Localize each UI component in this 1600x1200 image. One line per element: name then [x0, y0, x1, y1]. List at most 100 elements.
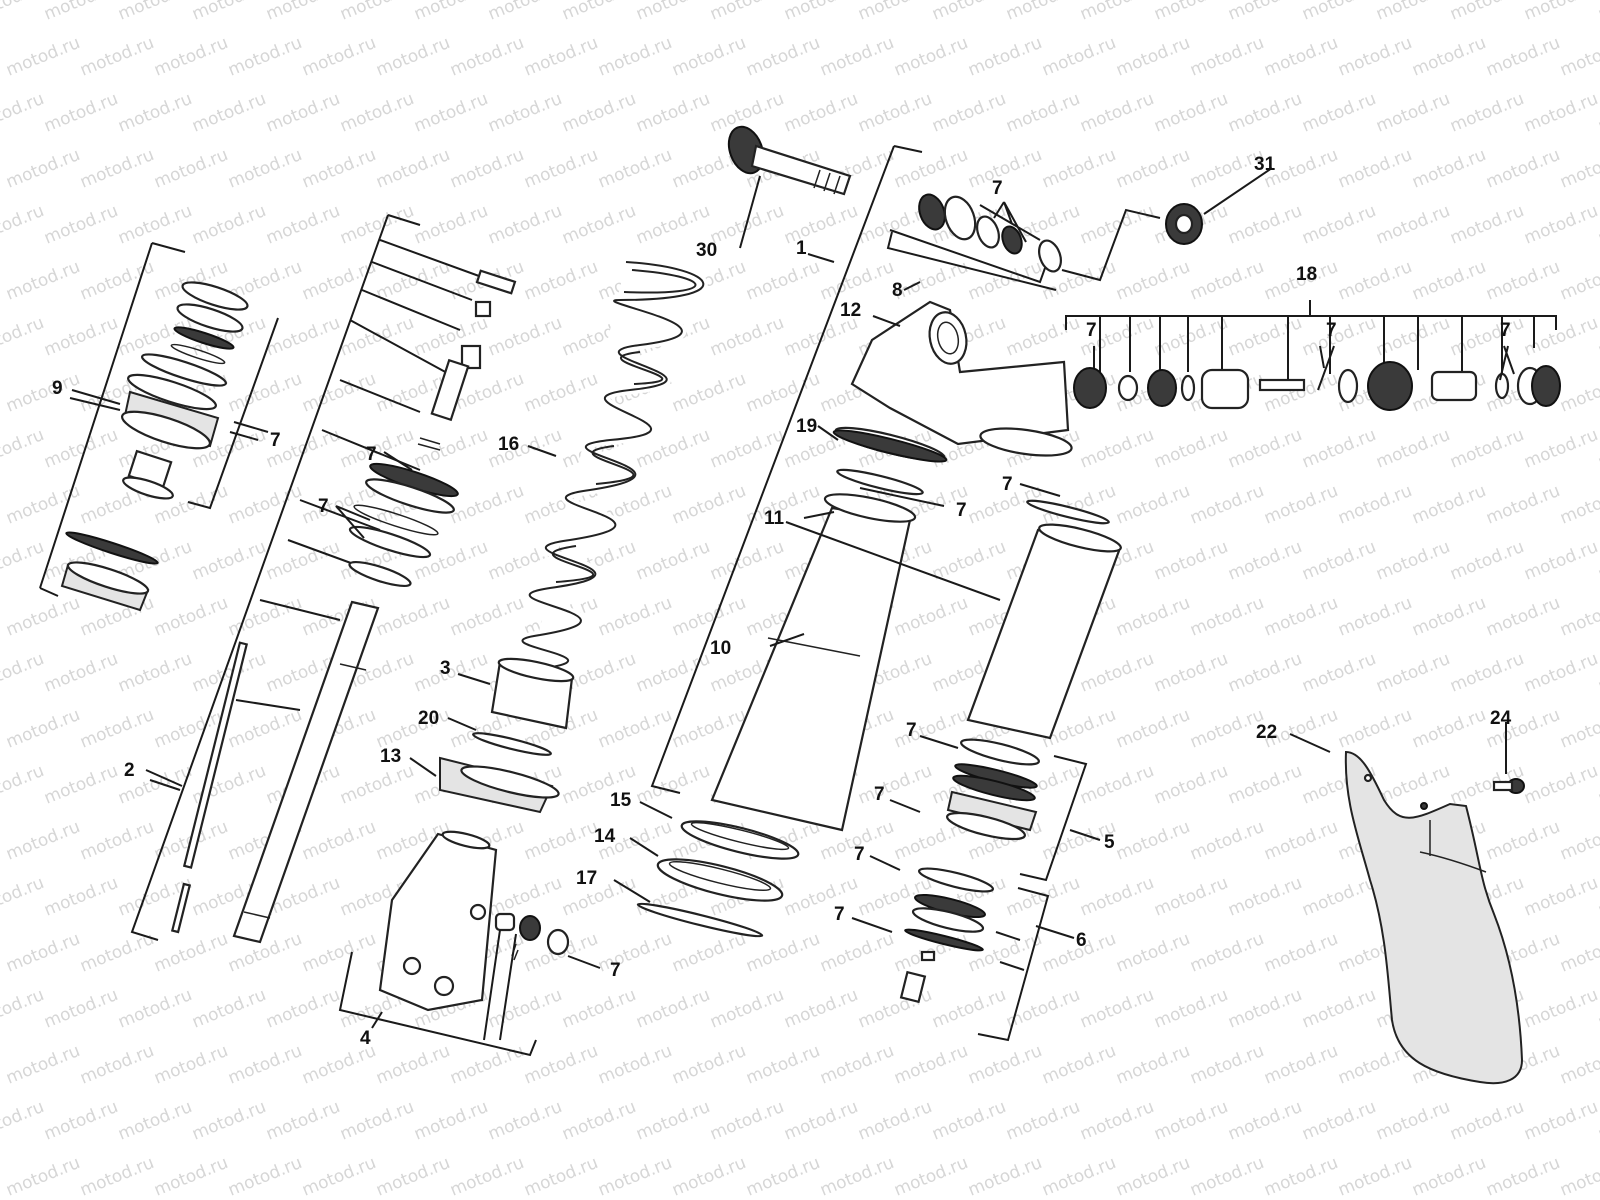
part-group-9	[39, 242, 279, 612]
watermark-text: motod.ru	[929, 89, 1009, 137]
watermark-text: motod.ru	[743, 1041, 823, 1089]
watermark-text: motod.ru	[891, 1041, 971, 1089]
watermark-text: motod.ru	[1299, 89, 1379, 137]
callout-7-j: 7	[906, 720, 917, 741]
part-22-mudguard	[1344, 750, 1524, 1085]
watermark-text: motod.ru	[929, 537, 1009, 585]
watermark-text: motod.ru	[0, 0, 47, 25]
watermark-text: motod.ru	[225, 705, 305, 753]
callout-1: 1	[796, 238, 807, 259]
watermark-text: motod.ru	[115, 201, 195, 249]
watermark-text: motod.ru	[0, 201, 47, 249]
watermark-text: motod.ru	[41, 649, 121, 697]
watermark-text: motod.ru	[1187, 1041, 1267, 1089]
watermark-text: motod.ru	[485, 1097, 565, 1145]
watermark-text: motod.ru	[1151, 0, 1231, 25]
watermark-text: motod.ru	[447, 33, 527, 81]
watermark-text: motod.ru	[1557, 481, 1600, 529]
callout-7-g: 7	[1500, 320, 1511, 341]
callout-7-d: 7	[318, 496, 329, 517]
watermark-text: motod.ru	[817, 33, 897, 81]
watermark-text: motod.ru	[1187, 1153, 1267, 1200]
watermark-text: motod.ru	[669, 481, 749, 529]
callout-12: 12	[840, 300, 861, 321]
watermark-text: motod.ru	[1521, 0, 1600, 25]
watermark-text: motod.ru	[781, 1097, 861, 1145]
watermark-text: motod.ru	[1261, 929, 1341, 977]
watermark-text: motod.ru	[1373, 1097, 1453, 1145]
watermark-text: motod.ru	[1261, 33, 1341, 81]
watermark-text: motod.ru	[1003, 89, 1083, 137]
watermark-text: motod.ru	[41, 985, 121, 1033]
watermark-text: motod.ru	[225, 145, 305, 193]
callout-7-n: 7	[610, 960, 621, 981]
watermark-text: motod.ru	[1113, 593, 1193, 641]
watermark-text: motod.ru	[891, 33, 971, 81]
watermark-text: motod.ru	[595, 33, 675, 81]
watermark-text: motod.ru	[707, 1097, 787, 1145]
watermark-text: motod.ru	[1113, 257, 1193, 305]
watermark-text: motod.ru	[447, 145, 527, 193]
watermark-text: motod.ru	[891, 257, 971, 305]
watermark-text: motod.ru	[669, 369, 749, 417]
watermark-text: motod.ru	[115, 0, 195, 25]
callout-16: 16	[498, 434, 519, 455]
watermark-text: motod.ru	[447, 593, 527, 641]
watermark-text: motod.ru	[855, 985, 935, 1033]
watermark-text: motod.ru	[1187, 481, 1267, 529]
watermark-text: motod.ru	[299, 369, 379, 417]
watermark-text: motod.ru	[225, 1041, 305, 1089]
part-13-retainer	[439, 756, 560, 814]
watermark-text: motod.ru	[1409, 257, 1489, 305]
watermark-text: motod.ru	[41, 89, 121, 137]
watermark-text: motod.ru	[1113, 929, 1193, 977]
watermark-text: motod.ru	[1557, 1041, 1600, 1089]
watermark-text: motod.ru	[1521, 537, 1600, 585]
watermark-text: motod.ru	[263, 201, 343, 249]
watermark-text: motod.ru	[965, 33, 1045, 81]
watermark-text: motod.ru	[1299, 425, 1379, 473]
watermark-text: motod.ru	[1335, 257, 1415, 305]
watermark-text: motod.ru	[891, 593, 971, 641]
watermark-text: motod.ru	[1039, 1041, 1119, 1089]
callout-24: 24	[1490, 708, 1512, 729]
watermark-text: motod.ru	[1557, 1153, 1600, 1200]
watermark-text: motod.ru	[411, 537, 491, 585]
watermark-text: motod.ru	[3, 145, 83, 193]
watermark-text: motod.ru	[225, 1153, 305, 1200]
watermark-text: motod.ru	[0, 537, 47, 585]
watermark-text: motod.ru	[781, 985, 861, 1033]
watermark-text: motod.ru	[1595, 0, 1600, 25]
callout-7-e: 7	[1086, 320, 1097, 341]
watermark-text: motod.ru	[225, 369, 305, 417]
watermark-text: motod.ru	[817, 1153, 897, 1200]
watermark-text: motod.ru	[1039, 1153, 1119, 1200]
callout-7-m: 7	[834, 904, 845, 925]
watermark-text: motod.ru	[1261, 1153, 1341, 1200]
watermark-text: motod.ru	[891, 705, 971, 753]
watermark-text: motod.ru	[1187, 33, 1267, 81]
watermark-text: motod.ru	[1113, 145, 1193, 193]
watermark-text: motod.ru	[1373, 201, 1453, 249]
watermark-text: motod.ru	[1151, 425, 1231, 473]
watermark-text: motod.ru	[485, 89, 565, 137]
part-14-ring	[656, 858, 784, 902]
watermark-text: motod.ru	[521, 257, 601, 305]
watermark-text: motod.ru	[1373, 649, 1453, 697]
watermark-text: motod.ru	[559, 0, 639, 25]
watermark-text: motod.ru	[1187, 817, 1267, 865]
watermark-text: motod.ru	[1299, 985, 1379, 1033]
watermark-text: motod.ru	[559, 873, 639, 921]
watermark-text: motod.ru	[1225, 0, 1305, 25]
watermark-text: motod.ru	[151, 1041, 231, 1089]
watermark-text: motod.ru	[669, 929, 749, 977]
watermark-text: motod.ru	[189, 985, 269, 1033]
callout-30: 30	[696, 240, 717, 261]
watermark-text: motod.ru	[1409, 1153, 1489, 1200]
callout-2: 2	[124, 760, 135, 781]
watermark-text: motod.ru	[595, 1153, 675, 1200]
watermark-text: motod.ru	[1447, 313, 1527, 361]
watermark-text: motod.ru	[1113, 705, 1193, 753]
watermark-text: motod.ru	[1077, 761, 1157, 809]
